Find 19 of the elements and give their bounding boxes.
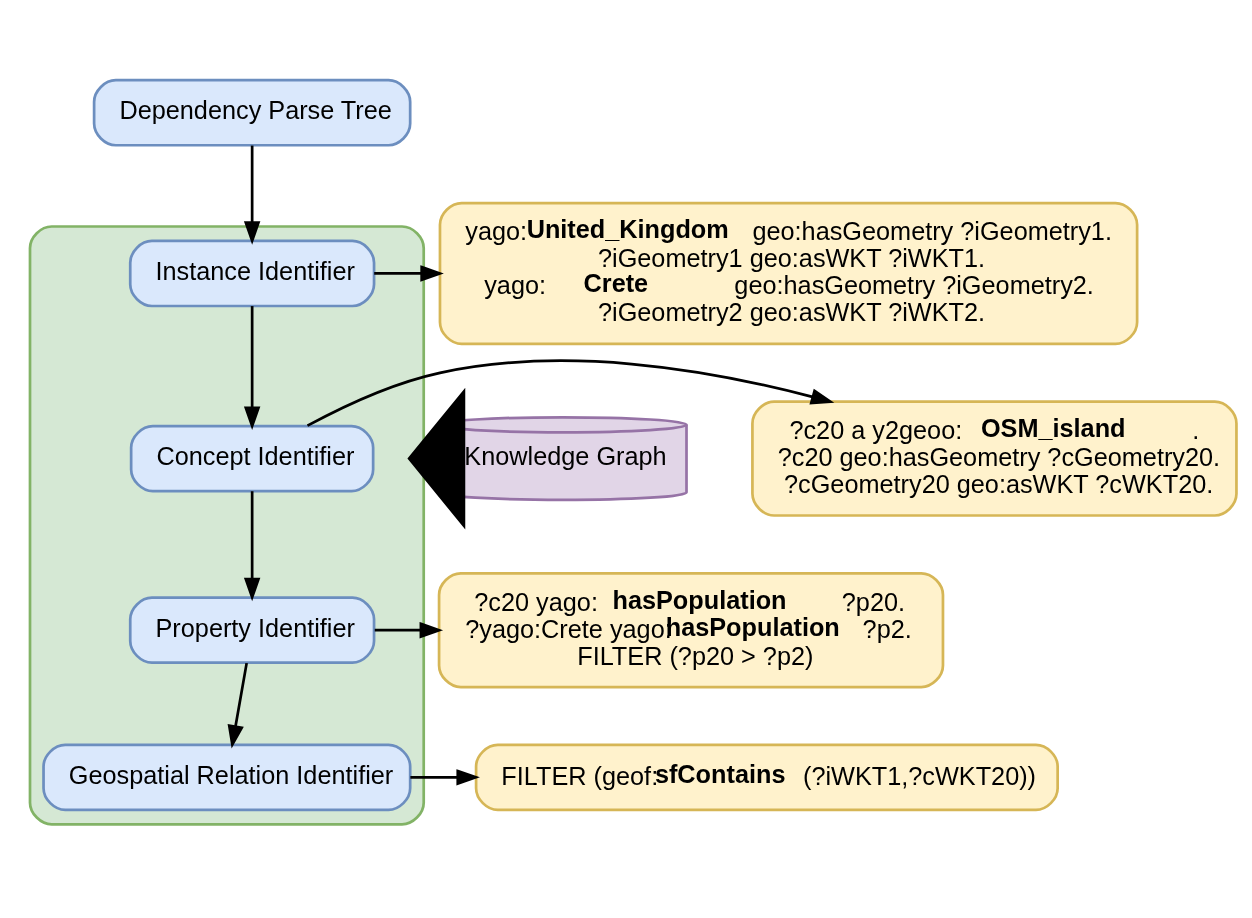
cluster xyxy=(28,224,426,826)
arrow xyxy=(374,621,444,638)
arrow xyxy=(407,387,466,529)
arrow xyxy=(243,145,261,245)
node-box: Property Identifier xyxy=(128,595,376,664)
node-box: ?c20 yago:hasPopulation ?p20. ?yago:Crete yago:hasPopulation ?p2. FILTER (?p20 > ?p2) xyxy=(437,571,945,688)
node-box: Concept Identifier xyxy=(129,424,375,492)
arrow xyxy=(227,662,248,748)
node-box: FILTER (geof:sfContains(?iWKT1,?cWKT20)) xyxy=(474,743,1059,811)
arrow xyxy=(243,490,261,601)
node-box: Dependency Parse Tree xyxy=(92,78,412,147)
arrow xyxy=(374,264,444,282)
arrow xyxy=(243,305,261,430)
node-box: Instance Identifier xyxy=(128,239,376,307)
arrow xyxy=(306,358,835,427)
node-box: Geospatial Relation Identifier xyxy=(42,743,412,811)
node-box: ?c20 a y2geoo:OSM_island. ?c20 geo:hasGeometry ?cGeometry20. ?cGeometry20 geo:asWKT ?cWKT20. xyxy=(751,399,1238,517)
node-box: yago:United_Kingdom geo:hasGeometry ?iGeometry1. ?iGeometry1 geo:asWKT ?iWKT1. yago:Crete geo:hasGeometry ?iGeometry2. ?iGeometry2 geo:asWKT ?iWKT2. xyxy=(438,201,1139,345)
arrow xyxy=(410,768,480,786)
